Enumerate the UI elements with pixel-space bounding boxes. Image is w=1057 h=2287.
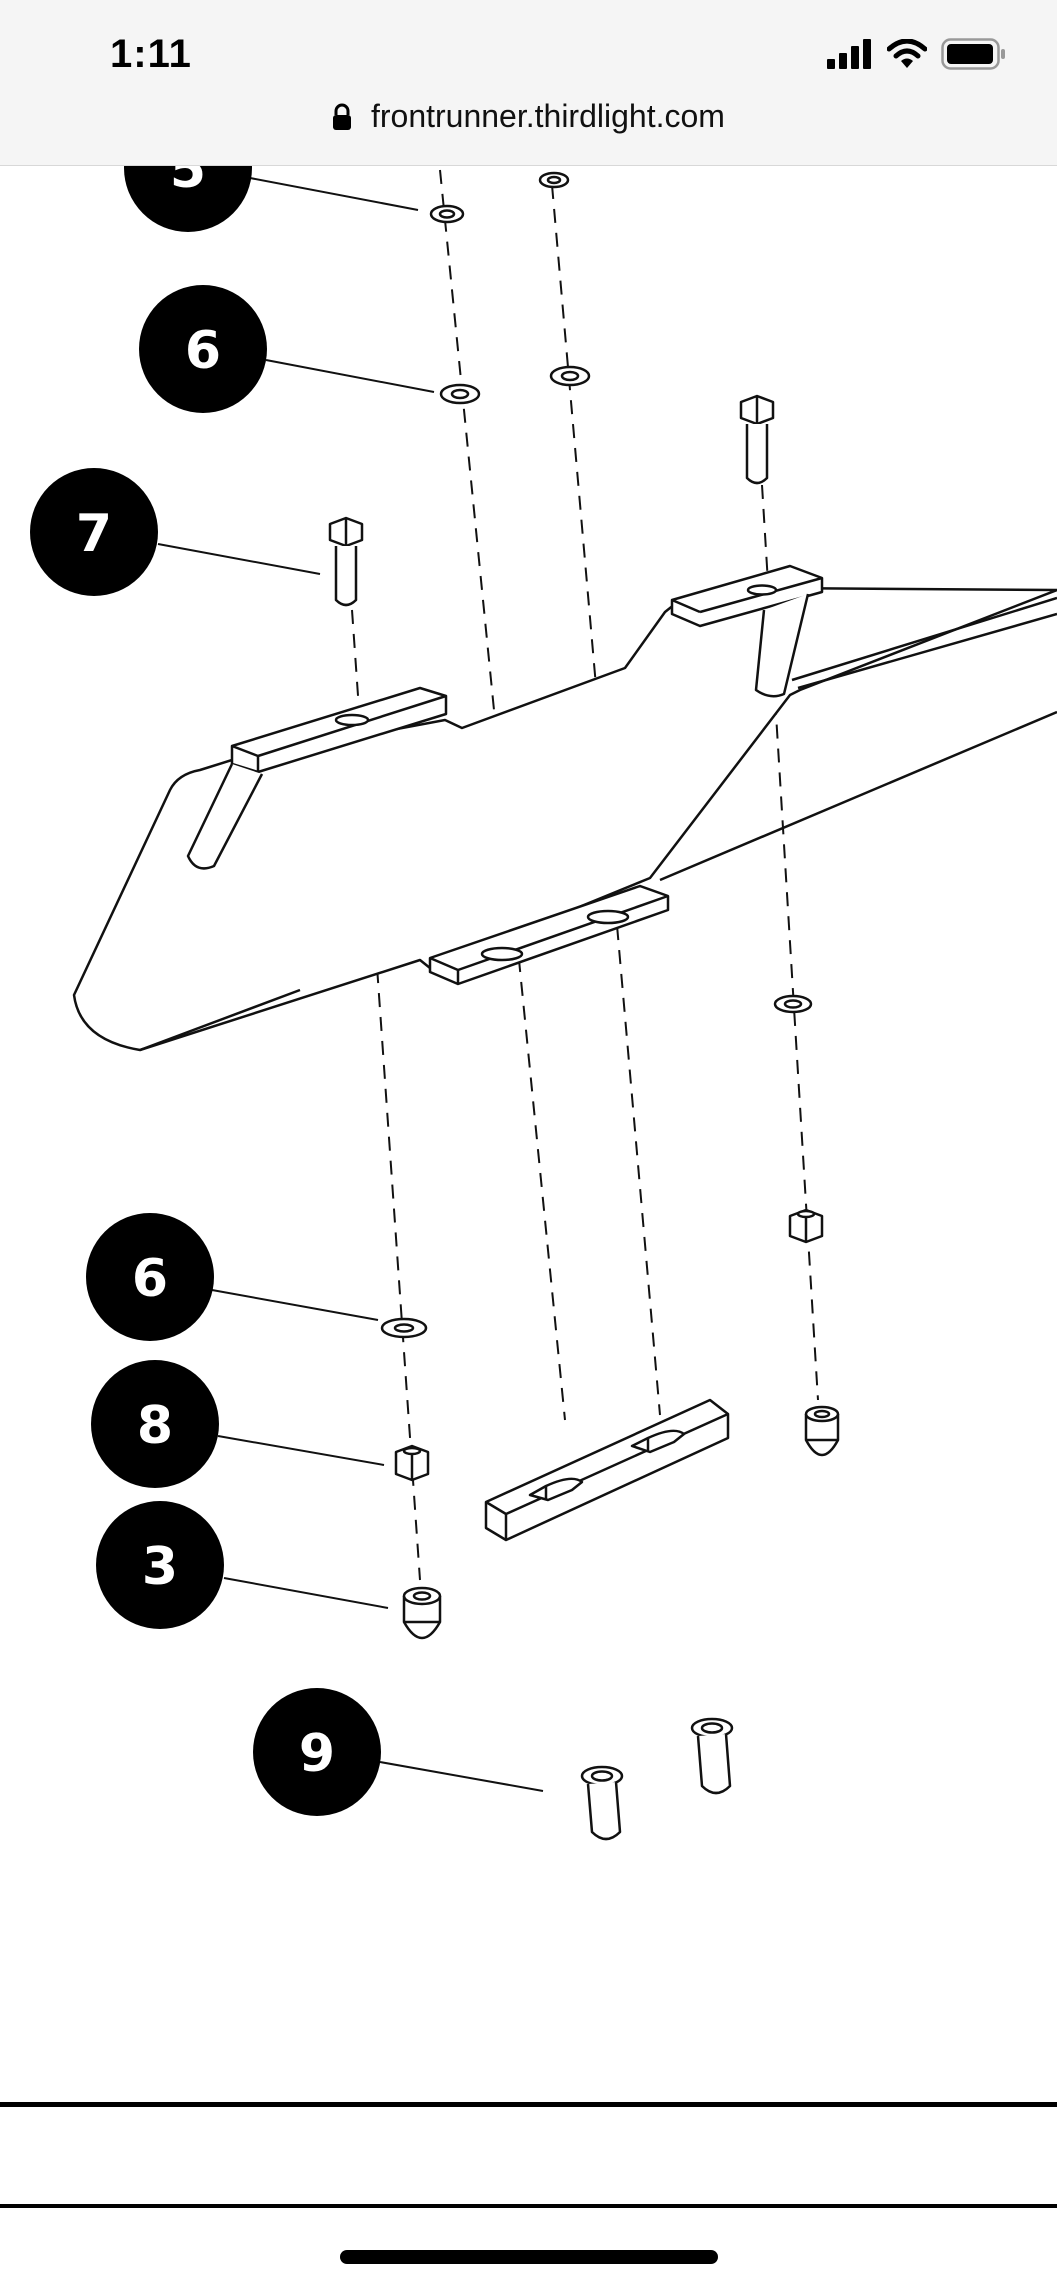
- assembly-diagram: 5 6 7 6 8 3 9: [0, 104, 1057, 2096]
- bracket-tab-bottom: [428, 884, 670, 986]
- callout-3: 3: [96, 1501, 224, 1629]
- bolt-left: [328, 516, 364, 607]
- nut-right: [788, 1208, 824, 1244]
- callout-7: 7: [30, 468, 158, 596]
- status-bar: 1:11: [0, 0, 1057, 166]
- callout-9-label: 9: [299, 1724, 335, 1784]
- main-bracket-plate: [72, 583, 1057, 1052]
- page-divider-bottom: [0, 2204, 1057, 2208]
- bracket-tab-right: [670, 564, 1057, 698]
- bushing-left: [580, 1765, 624, 1841]
- washer-right: [773, 994, 813, 1014]
- washer-mid-6: [549, 365, 591, 387]
- bolt-right: [739, 394, 775, 485]
- callout-6-top: 6: [139, 285, 267, 413]
- callout-5-label: 5: [170, 166, 206, 200]
- callout-7-label: 7: [76, 504, 112, 564]
- washer-top-a: [429, 204, 465, 224]
- status-icons: [827, 38, 1007, 75]
- bushing-right: [690, 1717, 734, 1795]
- cap-nut-right: [804, 1405, 840, 1457]
- home-indicator[interactable]: [340, 2250, 718, 2264]
- status-time: 1:11: [110, 32, 192, 76]
- leader-lines: [157, 177, 544, 1792]
- signal-icon: [827, 39, 873, 74]
- washer-left-6: [439, 383, 481, 405]
- callout-9: 9: [253, 1688, 381, 1816]
- callout-3-label: 3: [142, 1537, 178, 1597]
- page-divider-top: [0, 2102, 1057, 2107]
- cap-nut-left: [402, 1586, 442, 1640]
- callout-8-label: 8: [137, 1396, 173, 1456]
- lock-icon: [332, 102, 352, 139]
- wifi-icon: [886, 38, 928, 74]
- callout-6-bottom-label: 6: [132, 1249, 168, 1309]
- nut-left: [394, 1444, 430, 1482]
- battery-icon: [941, 38, 1007, 75]
- washer-left-bottom: [380, 1317, 428, 1339]
- callout-5: 5: [124, 104, 252, 232]
- url-bar[interactable]: frontrunner.thirdlight.com: [0, 98, 1057, 139]
- spacer-block: [484, 1398, 730, 1542]
- url-text: frontrunner.thirdlight.com: [370, 98, 725, 134]
- callout-8: 8: [91, 1360, 219, 1488]
- callout-6-top-label: 6: [185, 321, 221, 381]
- washer-top-b: [538, 171, 570, 189]
- bracket-tab-left: [186, 686, 448, 870]
- callout-6-bottom: 6: [86, 1213, 214, 1341]
